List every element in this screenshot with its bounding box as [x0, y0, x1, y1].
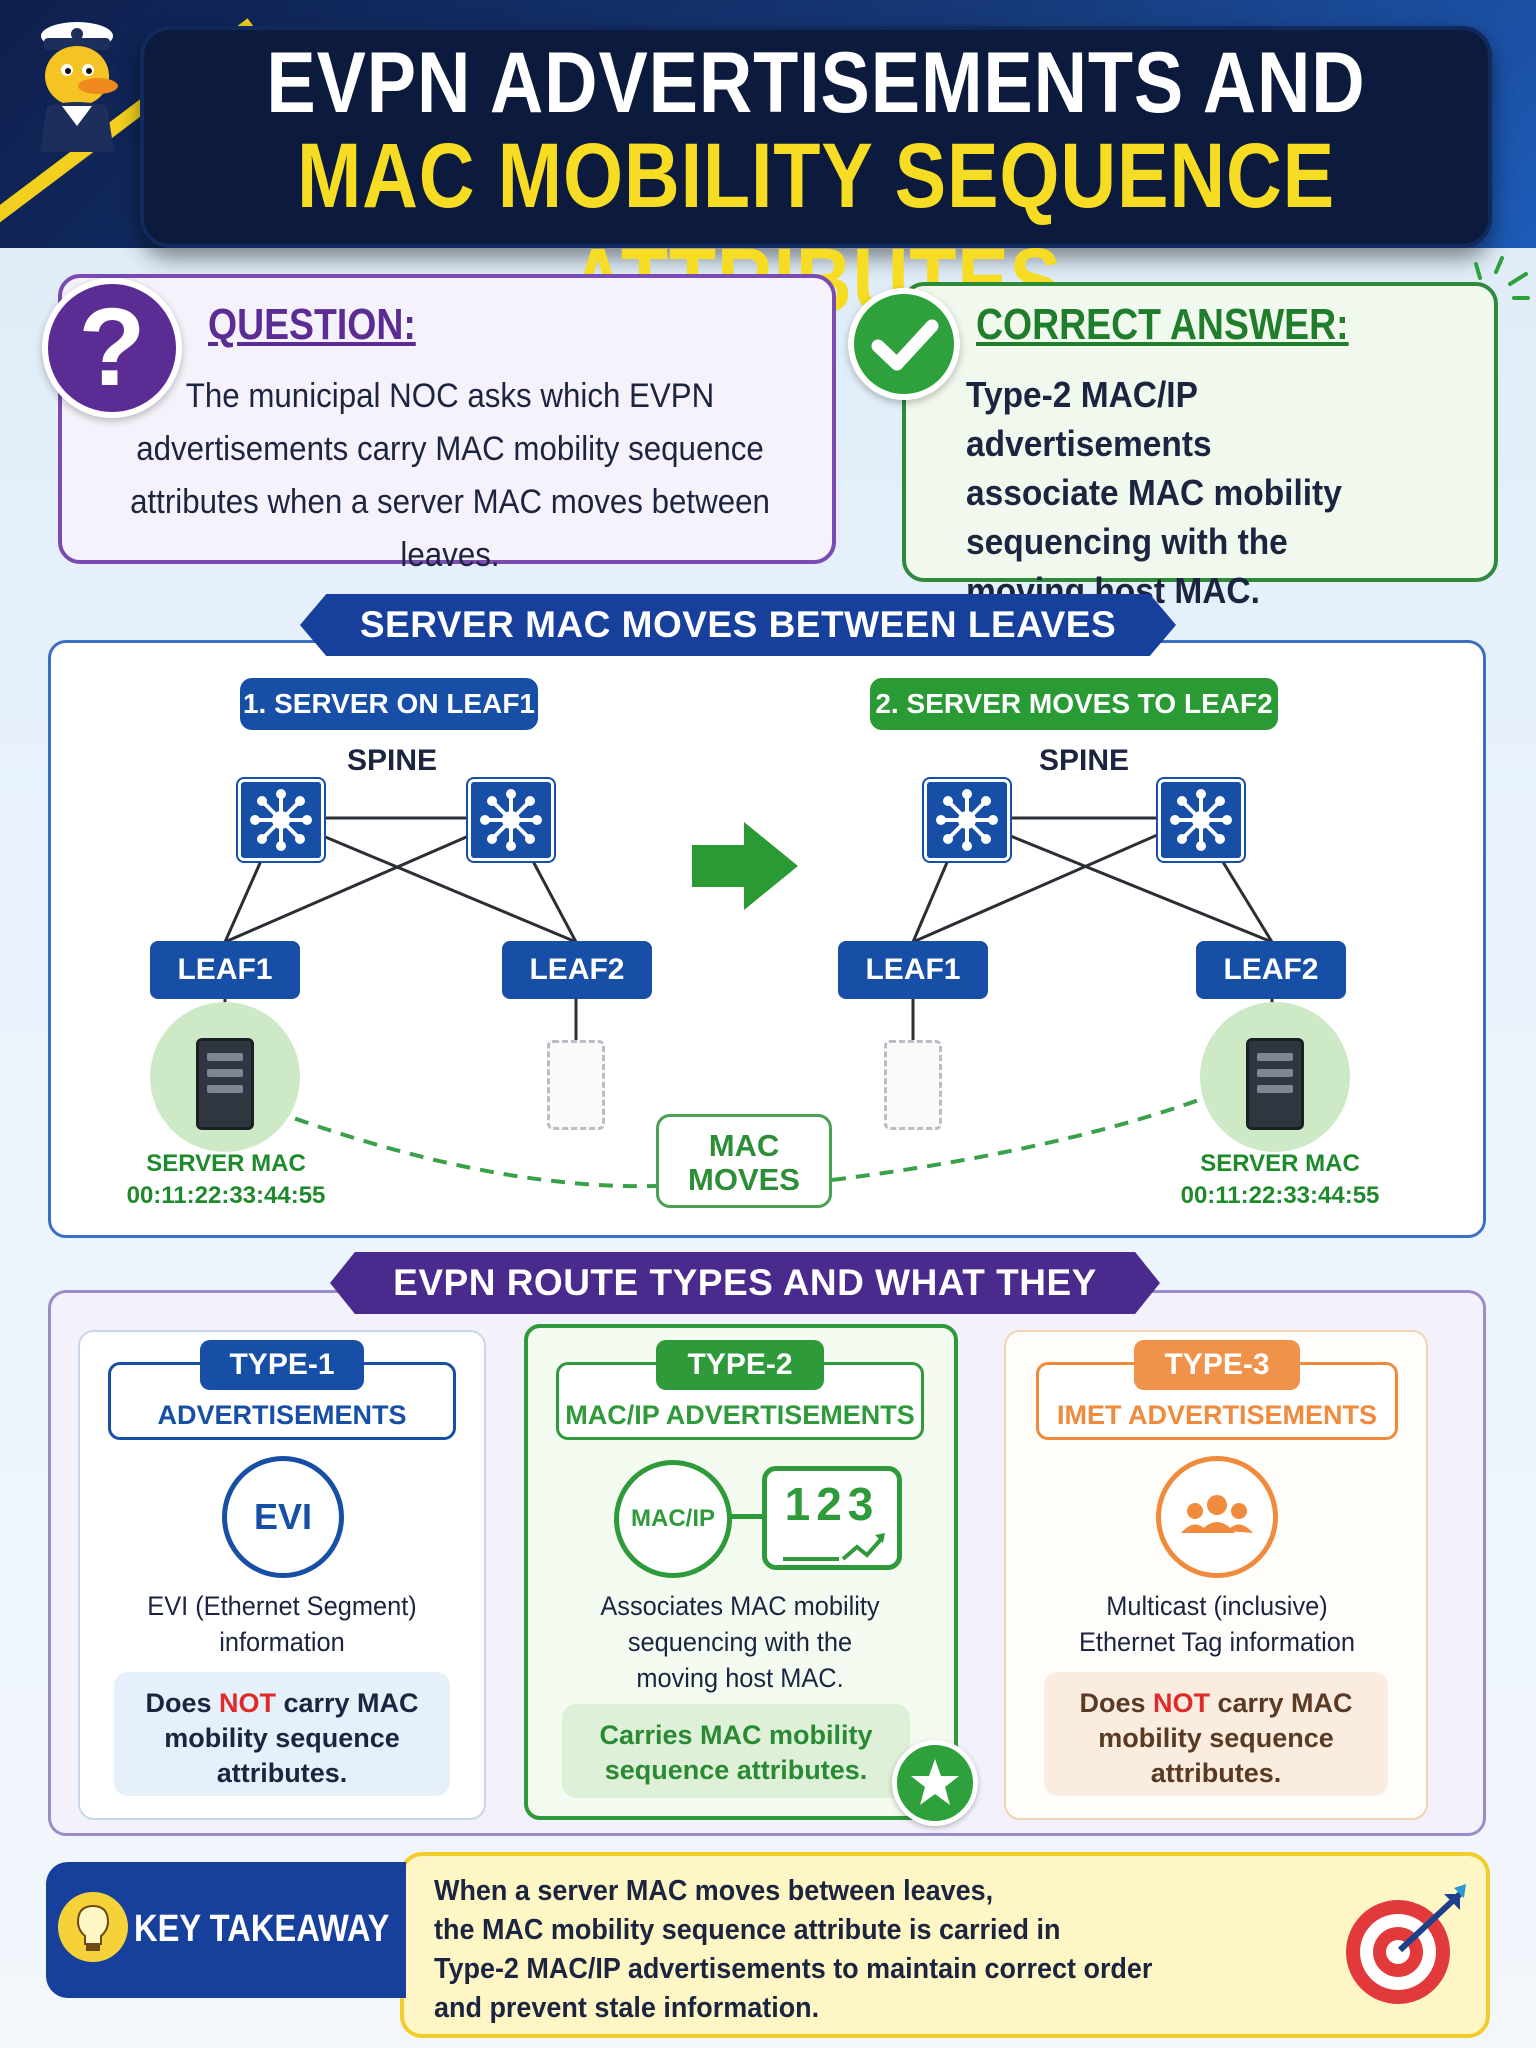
leaf1-node: LEAF1	[150, 941, 300, 999]
server-label: SERVER MAC	[1200, 1150, 1360, 1177]
type3-description: Multicast (inclusive) Ethernet Tag infor…	[1032, 1588, 1402, 1660]
sequence-counter-icon: 123	[762, 1466, 902, 1570]
target-icon	[1336, 1880, 1476, 2010]
checkmark-icon	[848, 288, 960, 400]
answer-text: Type-2 MAC/IP advertisements associate M…	[966, 370, 1450, 615]
server-icon	[196, 1038, 254, 1130]
type1-note-line: mobility sequence	[164, 1723, 400, 1753]
leaf1-node: LEAF1	[838, 941, 988, 999]
question-text: The municipal NOC asks which EVPN advert…	[110, 370, 791, 582]
lightbulb-icon	[58, 1892, 128, 1962]
leaf2-node: LEAF2	[502, 941, 652, 999]
question-mark-icon: ?	[42, 278, 182, 418]
topology-links	[223, 816, 1274, 1189]
sparkle-icon	[1470, 256, 1530, 306]
type2-tag: TYPE-2	[656, 1340, 824, 1390]
section-banner-mac-move: SERVER MAC MOVES BETWEEN LEAVES	[300, 594, 1176, 656]
type3-note-rest: carry MAC	[1209, 1688, 1353, 1718]
type2-subtitle: MAC/IP ADVERTISEMENTS	[565, 1400, 915, 1430]
mac-moves-line: MAC	[708, 1128, 780, 1163]
server-mac-label-left: SERVER MAC 00:11:22:33:44:55	[106, 1148, 346, 1212]
page-title-line1: EVPN ADVERTISEMENTS AND	[266, 35, 1366, 131]
type1-note-rest: carry MAC	[275, 1688, 419, 1718]
type2-note-line: sequence attributes.	[604, 1755, 868, 1785]
type2-desc-line: moving host MAC.	[636, 1663, 844, 1693]
type3-subtitle: IMET ADVERTISEMENTS	[1056, 1400, 1378, 1430]
question-line: attributes when a server MAC moves betwe…	[130, 483, 770, 574]
answer-line: sequencing with the	[966, 521, 1288, 562]
answer-heading: CORRECT ANSWER:	[976, 300, 1349, 349]
takeaway-text: When a server MAC moves between leaves, …	[434, 1872, 1234, 2028]
type2-note: Carries MAC mobility sequence attributes…	[562, 1704, 910, 1798]
answer-line: Type-2 MAC/IP advertisements	[966, 374, 1212, 464]
leaf2-node: LEAF2	[1196, 941, 1346, 999]
type1-note: Does NOT carry MAC mobility sequence att…	[114, 1672, 450, 1796]
question-heading: QUESTION:	[208, 300, 416, 349]
spine-switch-icon	[238, 779, 324, 861]
type1-note-line: attributes.	[216, 1758, 348, 1788]
takeaway-line: Type-2 MAC/IP advertisements to maintain…	[434, 1953, 1153, 1985]
type2-connector	[716, 1514, 766, 1519]
answer-line: associate MAC mobility	[966, 472, 1342, 513]
star-icon	[892, 1740, 978, 1826]
takeaway-line: When a server MAC moves between leaves,	[434, 1875, 994, 1907]
type1-desc-line: information	[219, 1627, 345, 1657]
mac-ip-icon: MAC/IP	[614, 1460, 732, 1578]
takeaway-label: KEY TAKEAWAY	[134, 1908, 390, 1950]
type1-header-box	[108, 1362, 456, 1440]
mac-moves-label: MAC MOVES	[656, 1114, 832, 1208]
server-mac-address: 00:11:22:33:44:55	[126, 1182, 326, 1209]
spine-switch-icon	[1158, 779, 1244, 861]
step2-label: 2. SERVER MOVES TO LEAF2	[870, 678, 1278, 730]
question-line: The municipal NOC asks which EVPN	[185, 377, 715, 415]
type3-tag: TYPE-3	[1134, 1340, 1300, 1390]
section-banner-route-types: EVPN ROUTE TYPES AND WHAT THEY CARRY	[330, 1252, 1160, 1314]
takeaway-line: and prevent stale information.	[434, 1992, 820, 2024]
server-label: SERVER MAC	[146, 1150, 306, 1177]
spine-switch-icon	[468, 779, 554, 861]
type1-note-prefix: Does	[145, 1688, 219, 1718]
empty-server-slot-icon	[884, 1040, 942, 1130]
type2-desc-line: sequencing with the	[627, 1627, 853, 1657]
server-mac-address: 00:11:22:33:44:55	[1180, 1182, 1380, 1209]
type1-description: EVI (Ethernet Segment) information	[109, 1588, 455, 1660]
sequence-counter-value: 123	[784, 1478, 880, 1530]
type1-subtitle: ADVERTISEMENTS	[157, 1400, 407, 1430]
spine-label-right: SPINE	[1038, 744, 1130, 777]
empty-server-slot-icon	[547, 1040, 605, 1130]
server-icon	[1246, 1038, 1304, 1130]
spine-switch-icon	[924, 779, 1010, 861]
type1-note-not: NOT	[218, 1688, 276, 1718]
question-card	[58, 274, 836, 564]
mac-moves-line: MOVES	[688, 1162, 800, 1197]
type3-note-not: NOT	[1152, 1688, 1210, 1718]
answer-card	[902, 282, 1498, 582]
type3-note-line: mobility sequence	[1098, 1723, 1334, 1753]
mascot-logo	[22, 14, 132, 154]
takeaway-line: the MAC mobility sequence attribute is c…	[434, 1914, 1061, 1946]
group-icon	[1156, 1456, 1278, 1578]
spine-label-left: SPINE	[346, 744, 438, 777]
type2-description: Associates MAC mobility sequencing with …	[552, 1588, 928, 1696]
type2-desc-line: Associates MAC mobility	[600, 1591, 880, 1621]
evi-icon: EVI	[222, 1456, 344, 1578]
takeaway-box	[400, 1852, 1490, 2038]
type3-desc-line: Ethernet Tag information	[1078, 1627, 1356, 1657]
type1-desc-line: EVI (Ethernet Segment)	[147, 1591, 417, 1621]
title-panel	[140, 26, 1492, 248]
server-mac-label-right: SERVER MAC 00:11:22:33:44:55	[1160, 1148, 1400, 1212]
type3-desc-line: Multicast (inclusive)	[1106, 1591, 1328, 1621]
type2-note-line: Carries MAC mobility	[599, 1720, 873, 1750]
type3-note-prefix: Does	[1079, 1688, 1153, 1718]
step1-label: 1. SERVER ON LEAF1	[240, 678, 538, 730]
type3-note: Does NOT carry MAC mobility sequence att…	[1044, 1672, 1388, 1796]
type3-note-line: attributes.	[1150, 1758, 1282, 1788]
question-line: advertisements carry MAC mobility sequen…	[136, 430, 764, 468]
type1-tag: TYPE-1	[200, 1340, 364, 1390]
